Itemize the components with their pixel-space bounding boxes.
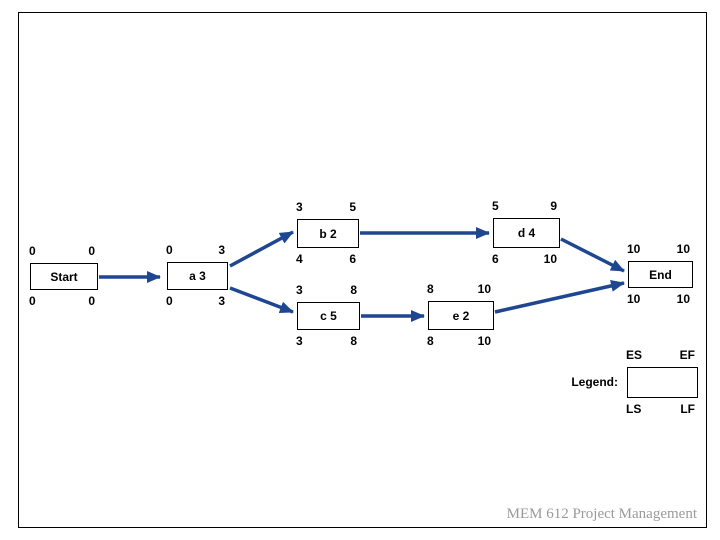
legend-label: Legend: <box>571 375 618 389</box>
ls-value: 3 <box>296 334 303 348</box>
activity-box: d 4 <box>493 218 560 248</box>
node-end: 10 10 End 10 10 <box>627 242 693 306</box>
legend-box: ES EF LS LF <box>626 348 698 416</box>
node-e: 8 10 e 2 8 10 <box>427 282 494 348</box>
node-a: 0 3 a 3 0 3 <box>166 243 228 308</box>
es-value: 5 <box>492 199 499 213</box>
node-start: 0 0 Start 0 0 <box>29 244 98 308</box>
legend: Legend: ES EF LS LF <box>563 348 698 416</box>
es-value: 10 <box>627 242 641 256</box>
lf-value: 10 <box>543 252 557 266</box>
es-value: 0 <box>29 244 36 258</box>
legend-lf-label: LF <box>680 402 695 416</box>
node-d: 5 9 d 4 6 10 <box>492 199 560 266</box>
slide-border <box>18 12 707 528</box>
es-value: 3 <box>296 283 303 297</box>
legend-ef-label: EF <box>679 348 695 362</box>
ef-value: 3 <box>218 243 225 257</box>
lf-value: 8 <box>350 334 357 348</box>
ls-value: 10 <box>627 292 641 306</box>
ef-value: 8 <box>350 283 357 297</box>
node-b: 3 5 b 2 4 6 <box>296 200 359 266</box>
lf-value: 6 <box>349 252 356 266</box>
lf-value: 10 <box>676 292 690 306</box>
node-c: 3 8 c 5 3 8 <box>296 283 360 348</box>
ls-value: 8 <box>427 334 434 348</box>
lf-value: 0 <box>88 294 95 308</box>
activity-box: e 2 <box>428 301 494 330</box>
activity-box: c 5 <box>297 302 360 330</box>
ls-value: 0 <box>166 294 173 308</box>
ls-value: 6 <box>492 252 499 266</box>
ls-value: 4 <box>296 252 303 266</box>
ef-value: 10 <box>676 242 690 256</box>
ef-value: 10 <box>477 282 491 296</box>
es-value: 0 <box>166 243 173 257</box>
ls-value: 0 <box>29 294 36 308</box>
legend-ls-label: LS <box>626 402 642 416</box>
ef-value: 5 <box>349 200 356 214</box>
legend-sample-box <box>627 367 698 398</box>
legend-es-label: ES <box>626 348 643 362</box>
es-value: 3 <box>296 200 303 214</box>
activity-box: a 3 <box>167 262 228 290</box>
footer-text: MEM 612 Project Management <box>506 506 697 522</box>
lf-value: 10 <box>477 334 491 348</box>
activity-box: End <box>628 261 693 288</box>
ef-value: 9 <box>550 199 557 213</box>
ef-value: 0 <box>88 244 95 258</box>
activity-box: Start <box>30 263 98 290</box>
activity-box: b 2 <box>297 219 359 248</box>
lf-value: 3 <box>218 294 225 308</box>
es-value: 8 <box>427 282 434 296</box>
